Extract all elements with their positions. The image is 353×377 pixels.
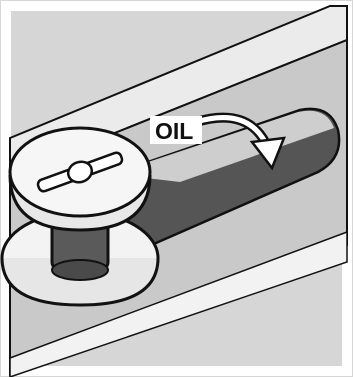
adjustable-foot-icon [2,128,158,305]
oil-label: OIL [155,118,193,144]
